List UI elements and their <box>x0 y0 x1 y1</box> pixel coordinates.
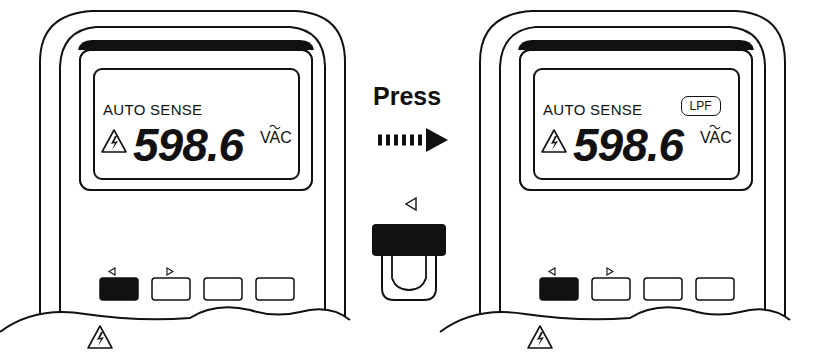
mode-text: AUTO SENSE <box>543 102 642 117</box>
meter-before <box>0 11 350 358</box>
meter-after <box>440 11 790 358</box>
lcd-display: AUTO SENSE 598.6 VAC <box>93 68 300 180</box>
unit-text: VAC <box>260 130 292 146</box>
left-arrow-symbol <box>406 198 416 210</box>
button-stem <box>382 256 436 300</box>
lpf-text: LPF <box>689 100 711 112</box>
reading-value: 598.6 <box>133 122 243 168</box>
press-arrow-dashes <box>378 135 428 146</box>
unit-text: VAC <box>700 130 732 146</box>
mode-text: AUTO SENSE <box>103 102 202 117</box>
press-arrow-head <box>426 128 448 152</box>
lpf-indicator: LPF <box>681 96 721 116</box>
press-label: Press <box>373 84 441 109</box>
lcd-display: AUTO SENSE 598.6 VAC LPF <box>533 68 740 180</box>
fingertip <box>392 256 426 290</box>
pressed-button <box>372 224 446 256</box>
reading-value: 598.6 <box>573 122 683 168</box>
